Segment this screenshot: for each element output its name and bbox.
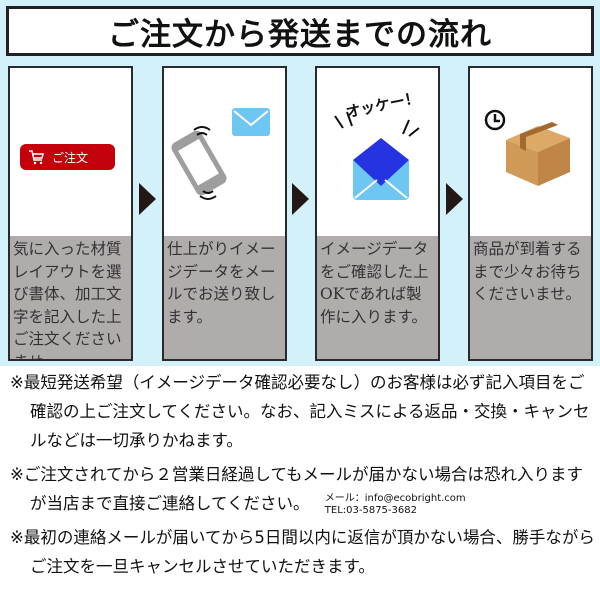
step-text: 気に入った材質レイアウトを選び書体、加工文字を記入した上ご注文くださいませ。: [10, 236, 131, 359]
order-button-label: ご注文: [52, 150, 89, 165]
step-card-mail: 仕上がりイメージデータをメールでお送り致します。: [162, 66, 287, 361]
step-text: イメージデータをご確認した上OKであれば製作に入ります。: [317, 236, 438, 359]
contact-tel: TEL:03-5875-3682: [324, 504, 417, 516]
arrow-right-icon: [446, 183, 463, 215]
contact-email: メール：info@ecobright.com: [324, 492, 466, 504]
step-text: 商品が到着するまで少々お待ちくださいませ。: [470, 236, 591, 359]
open-envelope-icon: [334, 111, 420, 200]
note-item: ※最初の連絡メールが届いてから5日間以内に返信が頂かない場合、勝手ながらご注文を…: [10, 528, 595, 576]
page-title: ご注文から発送までの流れ: [6, 6, 594, 56]
note-item: ※ご注文されてから２営業日経過してもメールが届かない場合は恐れ入りますが当店まで…: [10, 460, 595, 518]
notes: ※最短発送希望（イメージデータ確認必要なし）のお客様は必ず記入項目をご確認の上ご…: [10, 368, 595, 586]
order-button: ご注文: [20, 144, 115, 170]
step-card-delivery: 商品が到着するまで少々お待ちくださいませ。: [468, 66, 593, 361]
note-item: ※最短発送希望（イメージデータ確認必要なし）のお客様は必ず記入項目をご確認の上ご…: [10, 373, 590, 450]
phone-mail-icon: [171, 108, 270, 200]
flow-panel: ご注文から発送までの流れ ご注文 気に入った材質レイアウトを選び書体、加工文字を…: [0, 0, 600, 366]
step-card-confirm: オッケー！ イメージデータをご確認した上OKであれば製作に入ります。: [315, 66, 440, 361]
step-card-order: ご注文 気に入った材質レイアウトを選び書体、加工文字を記入した上ご注文くださいま…: [8, 66, 133, 361]
contact-info: メール：info@ecobright.com TEL:03-5875-3682: [325, 493, 466, 517]
note-text: ※ご注文されてから２営業日経過してもメールが届かない場合は恐れ入りますが当店まで…: [10, 465, 584, 513]
box-clock-icon: [484, 109, 570, 186]
arrow-right-icon: [292, 183, 309, 215]
step-text: 仕上がりイメージデータをメールでお送り致します。: [164, 236, 285, 359]
cart-icon: [29, 150, 44, 165]
arrow-right-icon: [139, 183, 156, 215]
